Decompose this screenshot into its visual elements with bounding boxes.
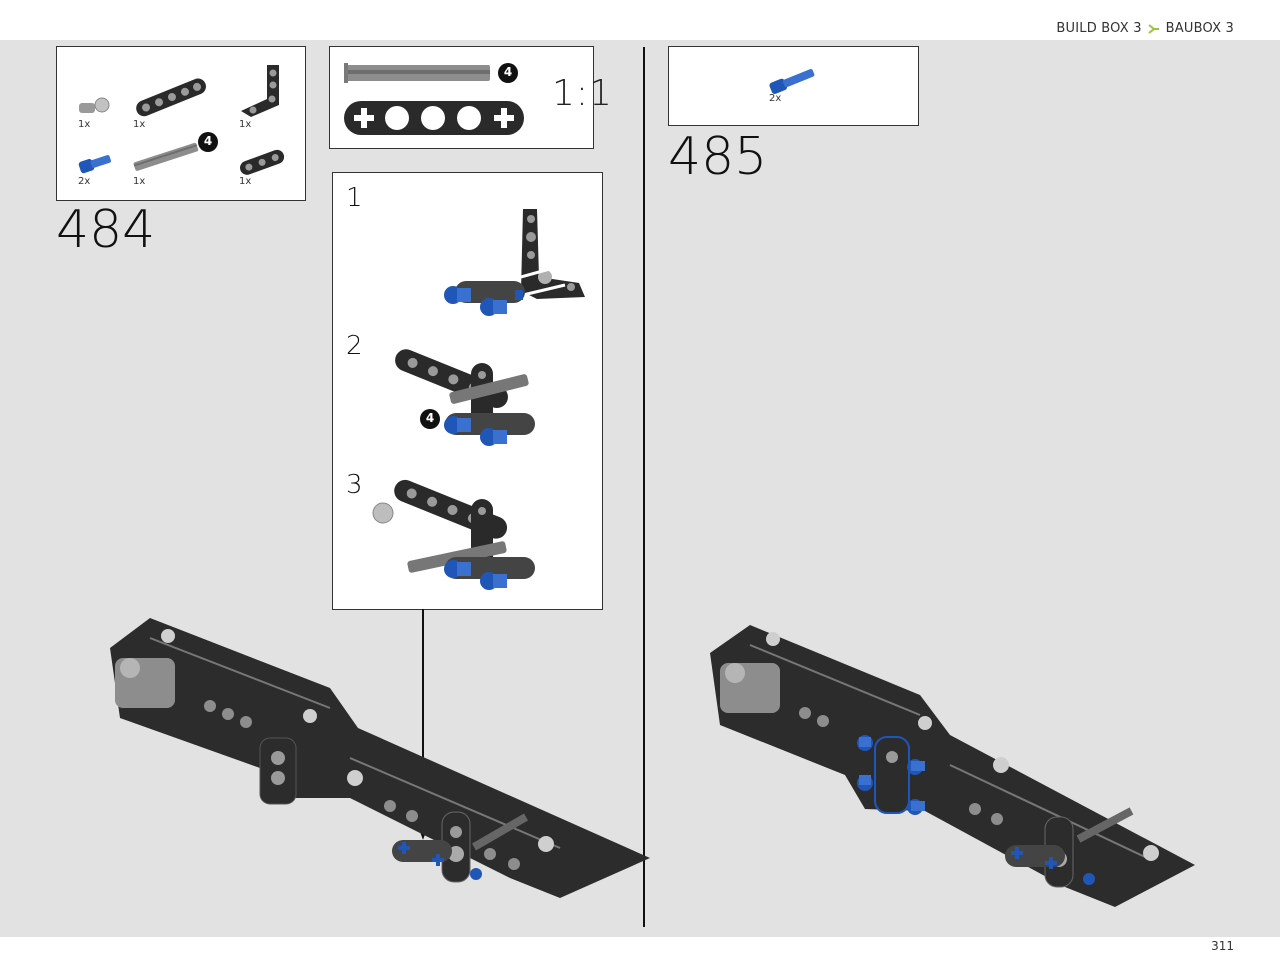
step-number-484: 484 xyxy=(56,200,156,260)
model-assembly-484 xyxy=(110,618,650,898)
substep-1-illustration xyxy=(444,209,585,316)
substep-number: 2 xyxy=(346,331,363,361)
scale-label: 1:1 xyxy=(552,73,613,114)
grey-ball-joint-pin-icon xyxy=(79,97,110,113)
header-strip xyxy=(0,0,1280,40)
header-baubox: BAUBOX 3 xyxy=(1165,21,1234,36)
blue-axle-pin-icon xyxy=(769,69,815,95)
black-l-liftarm-icon xyxy=(241,65,279,117)
substep-number: 3 xyxy=(346,470,363,500)
callout-number: 4 xyxy=(425,411,435,425)
callout-badge xyxy=(420,409,440,429)
footer-strip xyxy=(0,937,1280,974)
substep-2-illustration xyxy=(395,349,535,446)
black-liftarm-3-icon xyxy=(240,149,285,175)
page-header: BUILD BOX 3 BAUBOX 3 xyxy=(1056,21,1234,36)
sub-assembly-box: 1 2 3 4 xyxy=(332,172,603,610)
black-liftarm-5-scale-icon xyxy=(344,101,524,135)
callout-number: 4 xyxy=(203,134,213,148)
qty-label: 1x xyxy=(78,119,91,130)
qty-label: 1x xyxy=(133,176,146,187)
callout-badge xyxy=(198,132,218,152)
substep-3-illustration xyxy=(372,479,535,590)
header-build-box: BUILD BOX 3 xyxy=(1056,21,1142,36)
grey-axle-4-icon xyxy=(344,63,490,83)
qty-label: 2x xyxy=(769,93,782,104)
grey-axle-4-icon xyxy=(133,142,199,171)
parts-callout-484: 1x 1x 1x 2x 4 1x xyxy=(56,46,306,201)
page-number: 311 xyxy=(1211,939,1234,953)
callout-number: 4 xyxy=(503,65,513,79)
step-divider xyxy=(643,47,645,927)
scale-reference-box: 4 1:1 xyxy=(329,46,612,149)
black-liftarm-5-icon xyxy=(136,78,206,117)
qty-label: 2x xyxy=(78,176,91,187)
substep-number: 1 xyxy=(346,183,363,213)
qty-label: 1x xyxy=(239,119,252,130)
blue-axle-pin-icon xyxy=(78,155,111,174)
step-number-485: 485 xyxy=(668,127,768,187)
chevron-right-icon xyxy=(1148,23,1159,34)
model-assembly-485 xyxy=(710,625,1195,907)
qty-label: 1x xyxy=(239,176,252,187)
callout-badge xyxy=(498,63,518,83)
qty-label: 1x xyxy=(133,119,146,130)
parts-callout-485: 2x xyxy=(668,46,919,126)
